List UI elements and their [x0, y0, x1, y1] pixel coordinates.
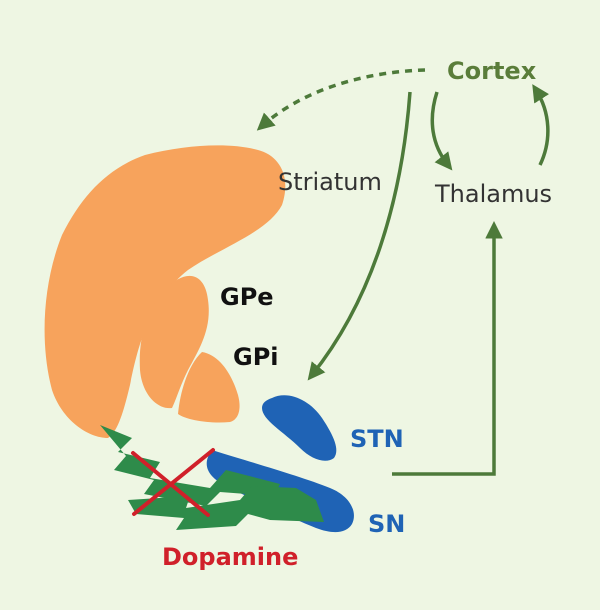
cortex-label: Cortex [447, 57, 537, 85]
cortex-to-stn-arrow [307, 91, 412, 381]
thalamus-label: Thalamus [434, 180, 552, 208]
dopamine-cross-line-2 [132, 448, 215, 516]
stn-label: STN [350, 425, 404, 453]
cortex-to-striatum-arrow [256, 68, 426, 131]
gpe-label: GPe [220, 283, 274, 311]
stn-shape [262, 395, 337, 461]
cortex-to-thalamus-arrow [430, 91, 453, 171]
sn-to-thalamus-arrow [392, 221, 503, 476]
gpi-label: GPi [233, 343, 279, 371]
dopamine-pathway-lower [128, 486, 324, 530]
thalamus-to-cortex-arrow [532, 84, 550, 166]
gpi-shape [178, 352, 240, 423]
gpe-shape [139, 275, 209, 409]
striatum-label: Striatum [278, 168, 382, 196]
sn-label: SN [368, 510, 405, 538]
dopamine-pathway-upper [100, 425, 280, 506]
dopamine-label: Dopamine [162, 543, 298, 571]
